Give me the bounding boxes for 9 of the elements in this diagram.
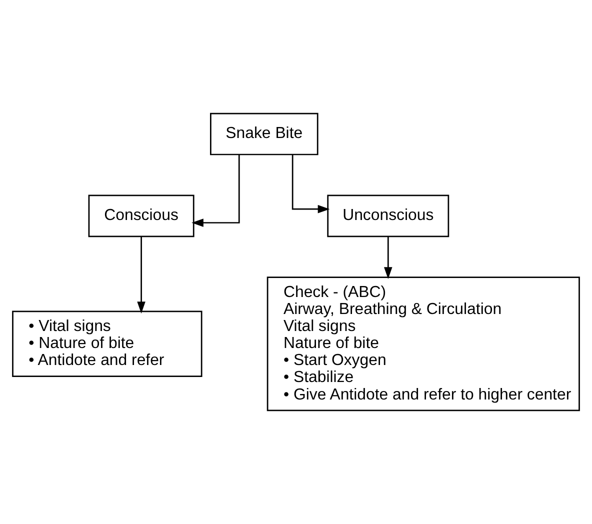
node-box: Check - (ABC) Airway, Breathing & Circulation Vital signs Nature of bite • Start Oxygen • Stabilize • Give Antidote and refer to higher center bbox=[266, 276, 580, 412]
arrow bbox=[192, 154, 240, 227]
node-box: • Vital signs • Nature of bite • Antidote and refer bbox=[12, 310, 202, 377]
arrow bbox=[137, 236, 146, 314]
arrow bbox=[384, 236, 392, 279]
node-box: Snake Bite bbox=[210, 112, 318, 156]
arrow bbox=[292, 154, 330, 214]
node-box: Conscious bbox=[88, 194, 194, 238]
node-box: Unconscious bbox=[327, 194, 450, 238]
